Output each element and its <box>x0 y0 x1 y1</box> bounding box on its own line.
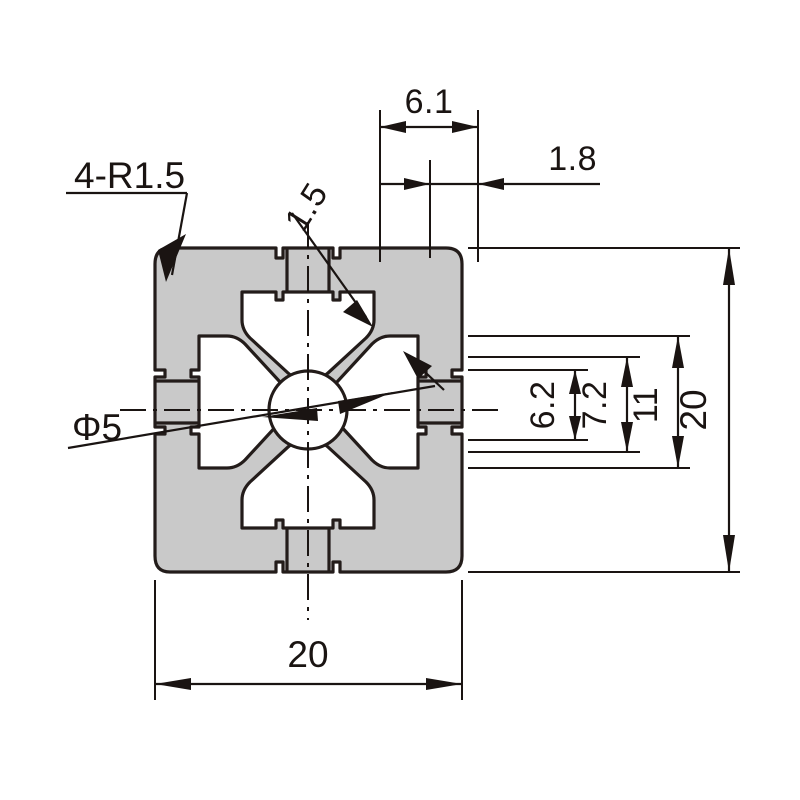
arrow-7-2-top <box>621 357 633 387</box>
arrow-1-8-right <box>478 178 504 190</box>
arrow-11-top <box>672 336 684 368</box>
arrow-11-bottom <box>672 436 684 468</box>
arrow-width-20-right <box>426 678 462 690</box>
note-label-phi5: Φ5 <box>72 407 122 448</box>
dim-label-height-20: 20 <box>673 389 714 430</box>
arrow-height-20-bottom <box>723 535 735 572</box>
note-label-1-5: 1.5 <box>278 176 336 237</box>
arrow-height-20-top <box>723 248 735 285</box>
arrow-1-8-left <box>404 178 430 190</box>
arrow-6-2-bottom <box>569 416 581 440</box>
dim-label-7-2: 7.2 <box>576 381 614 430</box>
arrow-4r15 <box>158 234 186 282</box>
note-bore-diameter: Φ5 <box>67 384 436 450</box>
note-corner-radius: 4-R1.5 <box>66 155 189 282</box>
arrow-6-1-right <box>452 121 478 133</box>
dim-label-6-1: 6.1 <box>405 83 454 121</box>
arrow-1-5b <box>403 351 432 379</box>
dimension-slot-depth-6-2: 6.2 <box>524 370 581 440</box>
arrow-1-5 <box>343 300 373 327</box>
leader-1-5 <box>291 212 367 318</box>
dim-label-1-8: 1.8 <box>548 140 597 178</box>
arrow-6-2-top <box>569 370 581 394</box>
arrow-6-1-left <box>380 121 406 133</box>
dimension-overall-height-20: 20 <box>673 248 735 572</box>
note-label-4-r1-5: 4-R1.5 <box>74 155 185 196</box>
note-rib-thickness-second-leader <box>403 351 445 391</box>
dimension-overall-width-20: 20 <box>155 634 462 690</box>
extension-lines <box>154 110 740 700</box>
arrow-phi5-left <box>262 408 318 421</box>
arrow-width-20-left <box>155 678 191 690</box>
dimension-slot-depth-7-2: 7.2 <box>576 357 633 452</box>
dim-label-width-20: 20 <box>287 634 328 675</box>
dimension-slot-depth-11: 11 <box>627 336 684 468</box>
arrow-7-2-bottom <box>621 422 633 452</box>
dim-label-6-2: 6.2 <box>524 381 562 430</box>
dimension-slot-width-6-1: 6.1 <box>380 83 478 133</box>
dimension-wall-thickness-1-8: 1.8 <box>380 140 600 190</box>
arrow-phi5-right <box>338 392 393 414</box>
dim-label-11: 11 <box>627 387 665 423</box>
